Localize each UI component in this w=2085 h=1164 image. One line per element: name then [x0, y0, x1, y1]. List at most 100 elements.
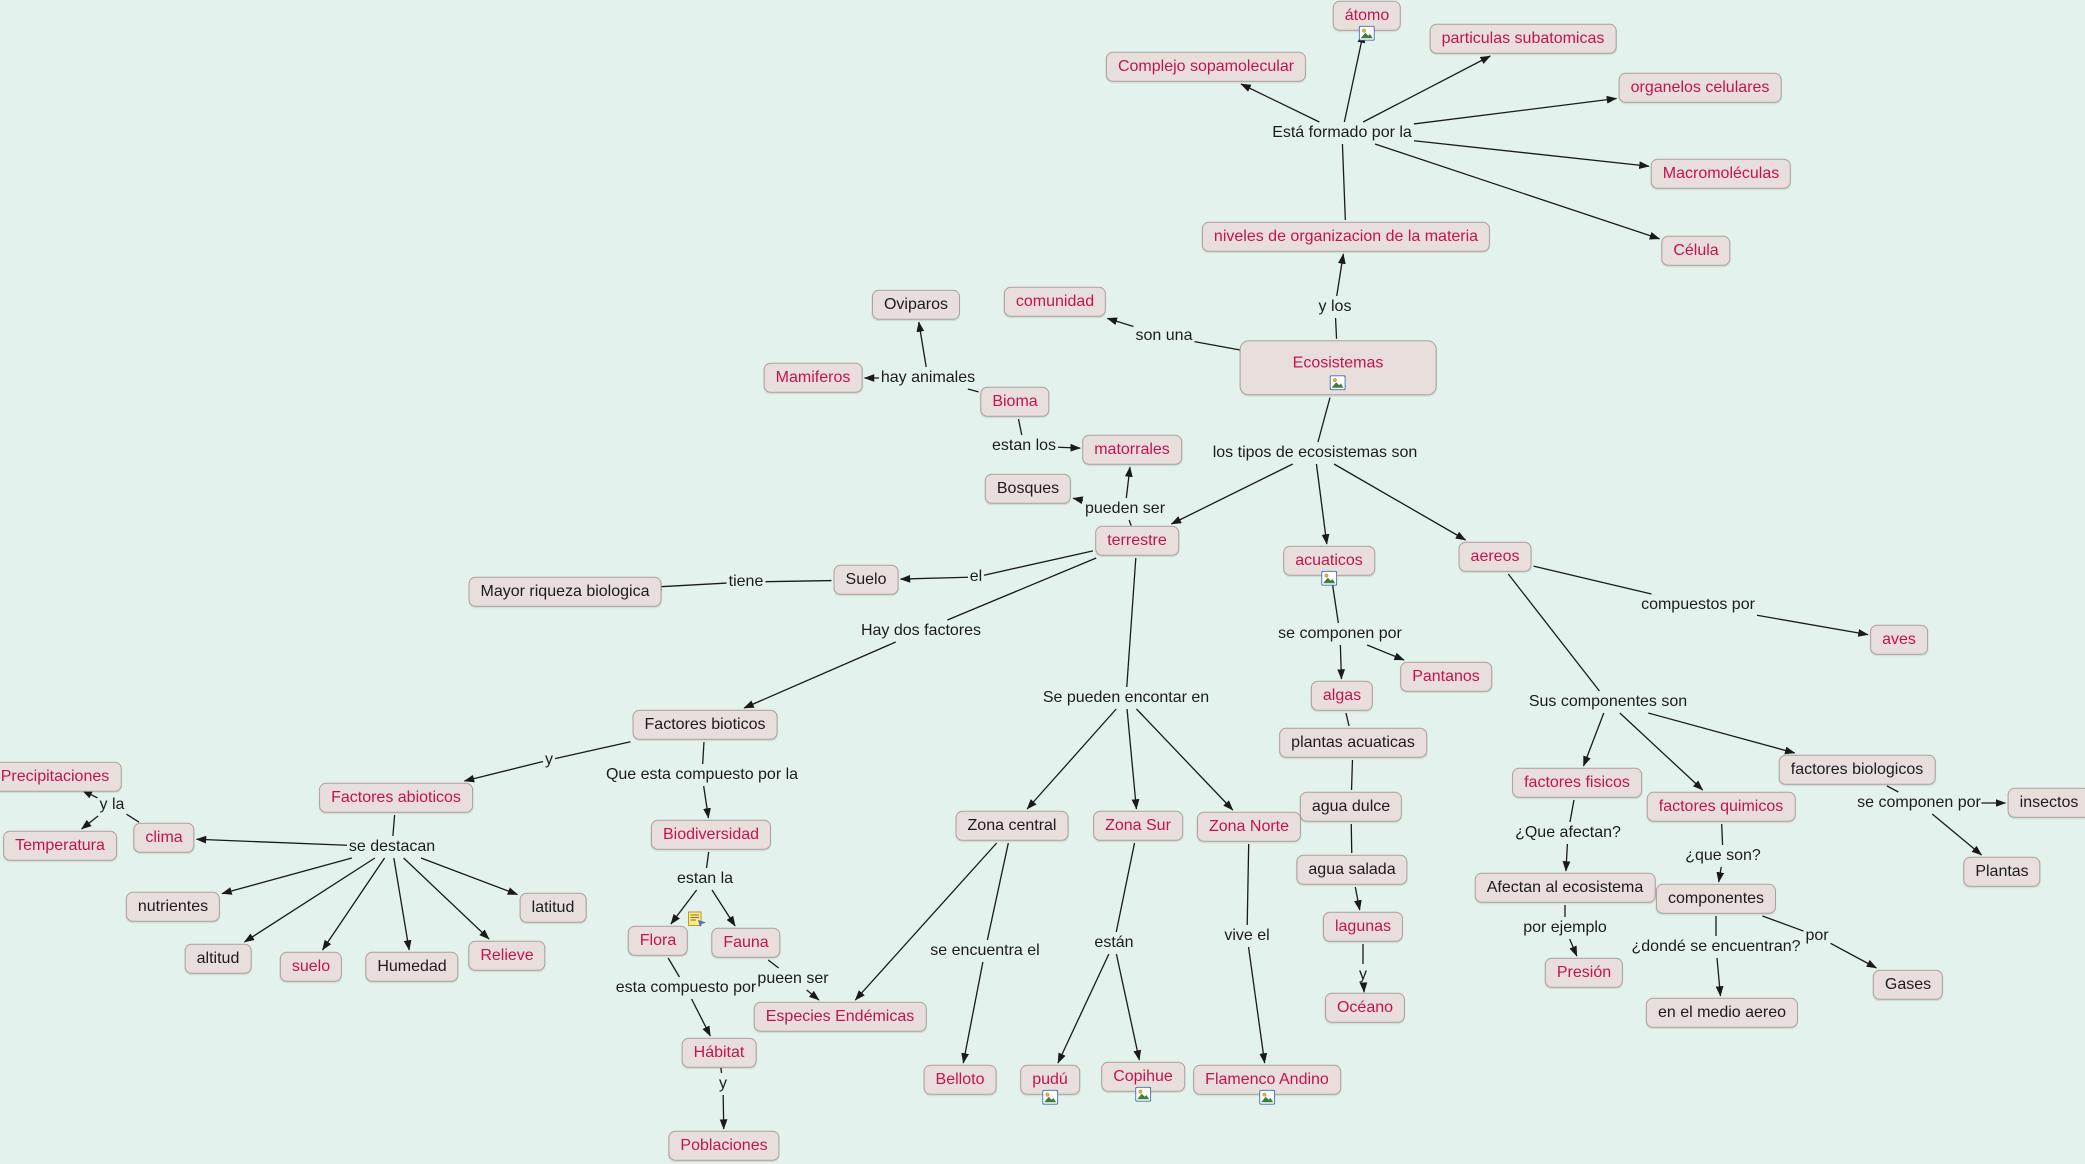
linking-phrase-formado[interactable]: Está formado por la [1272, 124, 1412, 142]
concept-clima[interactable]: clima [133, 822, 195, 854]
concept-precipitaciones[interactable]: Precipitaciones [0, 761, 122, 793]
concept-atomo[interactable]: átomo [1332, 0, 1402, 42]
concept-especies[interactable]: Especies Endémicas [753, 1001, 927, 1033]
linking-phrase-se-componen-acuaticos[interactable]: se componen por [1278, 625, 1402, 643]
linking-phrase-estanla[interactable]: estan la [677, 870, 733, 888]
concept-habitat[interactable]: Hábitat [681, 1037, 757, 1069]
concept-acuaticos[interactable]: acuaticos [1283, 545, 1375, 587]
concept-factoresquimicos[interactable]: factores quimicos [1646, 791, 1796, 823]
linking-phrase-suscomponentes[interactable]: Sus componentes son [1529, 693, 1687, 711]
concept-oceano[interactable]: Océano [1324, 992, 1406, 1024]
image-icon[interactable] [1042, 1090, 1058, 1106]
concept-poblaciones[interactable]: Poblaciones [668, 1130, 780, 1162]
concept-fauna[interactable]: Fauna [711, 927, 781, 959]
concept-bioma[interactable]: Bioma [980, 386, 1050, 418]
linking-phrase-tiene[interactable]: tiene [729, 573, 764, 591]
concept-plantas[interactable]: Plantas [1963, 856, 2041, 888]
linking-phrase-y-lagunas[interactable]: y [1359, 966, 1367, 984]
linking-phrase-porejemplo[interactable]: por ejemplo [1523, 919, 1607, 937]
concept-particulas[interactable]: particulas subatomicas [1429, 23, 1617, 55]
linking-phrase-el[interactable]: el [970, 568, 982, 586]
concept-aguasalada[interactable]: agua salada [1296, 854, 1408, 886]
concept-nutrientes[interactable]: nutrientes [125, 891, 221, 923]
concept-insectos[interactable]: insectos [2007, 787, 2085, 819]
image-icon[interactable] [1258, 1090, 1275, 1106]
concept-macromoleculas[interactable]: Macromoléculas [1650, 158, 1792, 190]
linking-phrase-se-componen-biologicos[interactable]: se componen por [1857, 794, 1981, 812]
note-icon[interactable] [688, 911, 706, 927]
concept-ecosistemas[interactable]: Ecosistemas [1239, 340, 1437, 396]
concept-zonanorte[interactable]: Zona Norte [1196, 811, 1302, 843]
concept-belloto[interactable]: Belloto [923, 1064, 997, 1096]
linking-phrase-pueenser[interactable]: pueen ser [757, 970, 828, 988]
concept-flora[interactable]: Flora [627, 925, 689, 957]
concept-suelo-terrestre[interactable]: Suelo [833, 564, 899, 596]
linking-phrase-haydos[interactable]: Hay dos factores [861, 622, 981, 640]
concept-matorrales[interactable]: matorrales [1082, 434, 1182, 466]
concept-pantanos[interactable]: Pantanos [1400, 661, 1492, 693]
linking-phrase-sonuna[interactable]: son una [1136, 327, 1193, 345]
image-icon[interactable] [1321, 571, 1337, 587]
concept-plantasacuaticas[interactable]: plantas acuaticas [1279, 727, 1427, 759]
concept-terrestre[interactable]: terrestre [1095, 525, 1179, 557]
concept-enelmedio[interactable]: en el medio aereo [1645, 997, 1799, 1029]
linking-phrase-tipos[interactable]: los tipos de ecosistemas son [1213, 444, 1418, 462]
concept-factoresabioticos[interactable]: Factores abioticos [319, 782, 473, 814]
linking-phrase-y-habitat[interactable]: y [719, 1075, 727, 1093]
concept-factoresbiologicos[interactable]: factores biologicos [1778, 754, 1936, 786]
concept-presion[interactable]: Presión [1544, 957, 1624, 989]
concept-zonacentral[interactable]: Zona central [955, 810, 1069, 842]
linking-phrase-puedenser[interactable]: pueden ser [1085, 500, 1165, 518]
concept-pudu[interactable]: pudú [1020, 1064, 1080, 1106]
concept-afectanal[interactable]: Afectan al ecosistema [1474, 872, 1656, 904]
concept-relieve[interactable]: Relieve [468, 940, 546, 972]
concept-copihue[interactable]: Copihue [1101, 1061, 1185, 1103]
linking-phrase-sepueden[interactable]: Se pueden encontar en [1043, 689, 1209, 707]
linking-phrase-estanlos[interactable]: estan los [992, 437, 1056, 455]
image-icon[interactable] [1329, 375, 1346, 391]
linking-phrase-viveel[interactable]: vive el [1224, 927, 1269, 945]
linking-phrase-hayanimales[interactable]: hay animales [881, 369, 975, 387]
linking-phrase-seencuentra[interactable]: se encuentra el [930, 942, 1039, 960]
linking-phrase-y-factores[interactable]: y [545, 751, 553, 769]
concept-comunidad[interactable]: comunidad [1003, 286, 1107, 318]
image-icon[interactable] [1134, 1087, 1151, 1103]
concept-celula[interactable]: Célula [1661, 235, 1731, 267]
concept-flamenco[interactable]: Flamenco Andino [1193, 1064, 1341, 1106]
linking-phrase-compuestospor[interactable]: compuestos por [1641, 596, 1755, 614]
linking-phrase-estacompuesto[interactable]: esta compuesto por [616, 979, 757, 997]
linking-phrase-sedestacan[interactable]: se destacan [349, 838, 435, 856]
concept-niveles[interactable]: niveles de organizacion de la materia [1201, 221, 1491, 253]
concept-zonasur[interactable]: Zona Sur [1093, 810, 1183, 842]
concept-humedad[interactable]: Humedad [365, 951, 459, 983]
concept-complejo[interactable]: Complejo sopamolecular [1105, 51, 1307, 83]
linking-phrase-por-gases[interactable]: por [1805, 927, 1828, 945]
concept-aguadulce[interactable]: agua dulce [1299, 791, 1403, 823]
linking-phrase-queafectan[interactable]: ¿Que afectan? [1515, 824, 1621, 842]
concept-lagunas[interactable]: lagunas [1322, 911, 1404, 943]
linking-phrase-estan-zona-sur[interactable]: están [1094, 934, 1133, 952]
concept-aereos[interactable]: aereos [1458, 541, 1532, 573]
concept-mayorriqueza[interactable]: Mayor riqueza biologica [468, 576, 662, 608]
concept-suelo-abiotico[interactable]: suelo [279, 951, 343, 983]
annotation-nota-flora[interactable] [688, 911, 706, 927]
concept-gases[interactable]: Gases [1872, 969, 1944, 1001]
linking-phrase-ylos[interactable]: y los [1319, 298, 1352, 316]
concept-organelos[interactable]: organelos celulares [1618, 72, 1782, 104]
concept-aves[interactable]: aves [1870, 624, 1928, 656]
concept-factoresfisicos[interactable]: factores fisicos [1512, 767, 1642, 799]
concept-temperatura[interactable]: Temperatura [3, 830, 117, 862]
concept-biodiversidad[interactable]: Biodiversidad [650, 819, 772, 851]
image-icon[interactable] [1359, 26, 1375, 42]
concept-altitud[interactable]: altitud [184, 943, 252, 975]
concept-oviparos[interactable]: Oviparos [871, 289, 961, 321]
concept-mamiferos[interactable]: Mamiferos [763, 362, 863, 394]
concept-bosques[interactable]: Bosques [984, 473, 1072, 505]
linking-phrase-queesta[interactable]: Que esta compuesto por la [606, 766, 798, 784]
concept-factoresbioticos[interactable]: Factores bioticos [632, 709, 778, 741]
concept-latitud[interactable]: latitud [519, 892, 587, 924]
linking-phrase-yla[interactable]: y la [100, 796, 125, 814]
linking-phrase-dondese[interactable]: ¿dondé se encuentran? [1631, 938, 1800, 956]
linking-phrase-queson[interactable]: ¿que son? [1685, 847, 1761, 865]
concept-algas[interactable]: algas [1310, 680, 1374, 712]
